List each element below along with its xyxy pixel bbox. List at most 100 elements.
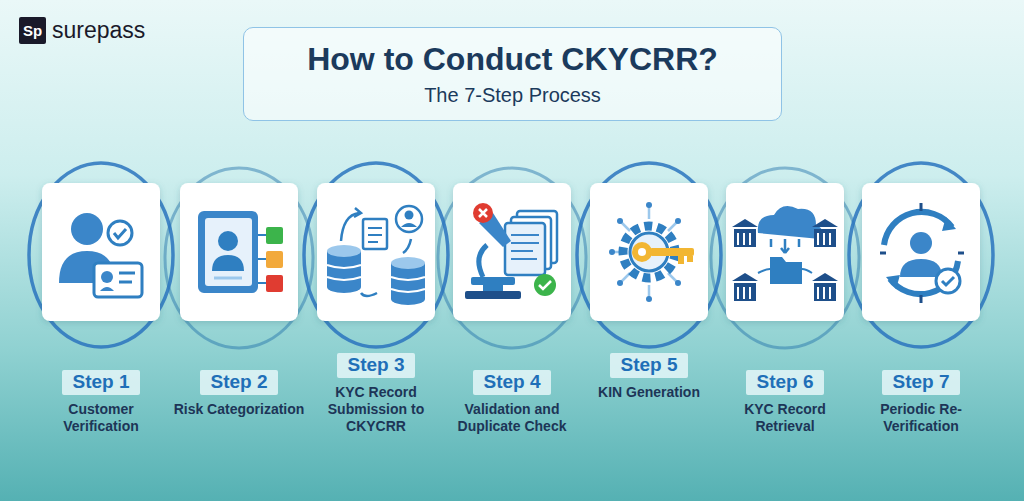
submission-icon-part: [391, 257, 425, 269]
step-node: Step 4Validation and Duplicate Check: [441, 183, 583, 435]
logo-wordmark: surepass: [52, 16, 145, 44]
cloud-retrieval-icon-part-part: [732, 219, 758, 227]
step-number: Step 6: [746, 370, 823, 395]
validation-icon: [465, 203, 557, 299]
step-description: Periodic Re-Verification: [850, 401, 992, 435]
step-cards-part: [862, 183, 980, 321]
validation-icon-part: [534, 274, 556, 296]
step-number-row: Step 3: [305, 353, 447, 378]
step-description: KYC Record Retrieval: [714, 401, 856, 435]
validation-icon-part: [539, 281, 551, 289]
step-node: Step 5 KIN Generation: [578, 183, 720, 401]
verification-icon-part: [119, 272, 135, 275]
cloud-retrieval-icon-part-part: [732, 273, 758, 281]
cycle-icon-part: [886, 275, 900, 289]
cloud-retrieval-icon-part: [758, 206, 822, 239]
step-cards-part: [180, 183, 298, 321]
cloud-retrieval-icon: [732, 206, 838, 301]
verification-icon-part: [114, 229, 126, 238]
risk-icon: [198, 211, 283, 293]
verification-icon-part: [100, 287, 114, 291]
key-gear-icon-part: [646, 202, 652, 208]
step-number: Step 3: [337, 353, 414, 378]
cycle-icon-part: [942, 277, 954, 285]
verification-icon-part: [71, 213, 103, 245]
step-number: Step 1: [62, 370, 139, 395]
risk-icon-part: [214, 277, 242, 280]
cycle-icon-part: [900, 259, 942, 277]
loop-ellipses-part: [29, 163, 173, 347]
submission-icon-part: [327, 265, 425, 292]
submission-icon-part-part: [391, 293, 425, 305]
key-gear-icon: [609, 202, 694, 302]
risk-icon-part: [205, 218, 252, 286]
verification-icon-part: [108, 221, 132, 245]
step-number-row: Step 1: [30, 370, 172, 395]
loop-ellipses-part: [849, 163, 993, 347]
step-node: Step 1 Customer Verification: [30, 183, 172, 435]
step-node: Step 2Risk Categorization: [168, 183, 310, 418]
step-number-row: Step 7: [850, 370, 992, 395]
validation-icon-part: [483, 285, 503, 291]
key-gear-icon-part: [650, 248, 694, 256]
cycle-icon-part: [942, 217, 956, 231]
cloud-retrieval-icon-part-part: [812, 273, 838, 281]
step-description: Validation and Duplicate Check: [441, 401, 583, 435]
cloud-retrieval-icon-part: [771, 239, 799, 253]
title-box: How to Conduct CKYCRR? The 7-Step Process: [243, 27, 782, 121]
loop-ellipses-part: [438, 168, 586, 348]
submission-icon-part: [327, 245, 361, 257]
key-gear-icon-part: [678, 256, 684, 264]
verification-icon-part: [101, 271, 113, 283]
submission-icon-part: [405, 211, 414, 220]
cloud-retrieval-icon-part: [758, 269, 812, 273]
key-gear-icon-part: [687, 256, 693, 262]
step-cards-part: [317, 183, 435, 321]
submission-icon-part: [327, 251, 425, 305]
step-cards-part: [42, 183, 160, 321]
risk-icon-part: [218, 231, 238, 251]
step-cards-part: [453, 183, 571, 321]
risk-icon-part: [266, 251, 283, 268]
title-text: How to Conduct CKYCRR?: [258, 40, 767, 78]
step-cards-part: [726, 183, 844, 321]
cloud-retrieval-icon-part: [732, 219, 838, 301]
risk-icon-part: [266, 275, 283, 292]
loop-ellipses-part: [304, 163, 448, 347]
validation-icon-part: [465, 291, 521, 299]
submission-icon-part: [341, 213, 359, 241]
key-gear-icon-part: [632, 242, 652, 262]
step-description: Customer Verification: [30, 401, 172, 435]
step-cards: [42, 183, 980, 321]
submission-icon-part: [368, 228, 382, 242]
step-number: Step 7: [882, 370, 959, 395]
validation-icon-part: [473, 203, 493, 223]
validation-icon-part: [511, 235, 539, 259]
verification-icon: [59, 213, 142, 297]
validation-icon-part: [505, 223, 545, 275]
loop-ellipses-part: [165, 168, 313, 348]
cycle-icon: [880, 203, 964, 303]
subtitle-text: The 7-Step Process: [258, 82, 767, 108]
key-gear-icon-part: [617, 218, 623, 224]
key-gear-icon-part: [646, 296, 652, 302]
step-number: Step 5: [610, 353, 687, 378]
risk-icon-part: [212, 255, 244, 271]
key-gear-icon-part: [617, 280, 623, 286]
step-node: Step 6 KYC Record Retrieval: [714, 183, 856, 435]
key-gear-icon-part: [675, 280, 681, 286]
loop-ellipses: [29, 163, 993, 348]
step-description: KIN Generation: [578, 384, 720, 401]
key-gear-icon-part: [638, 248, 646, 256]
step-number-row: Step 5: [578, 353, 720, 378]
risk-icon-part: [266, 227, 283, 244]
key-gear-icon-part: [609, 249, 615, 255]
loop-ellipses-part: [577, 163, 721, 347]
risk-icon-part: [198, 211, 258, 293]
step-description: KYC Record Submission to CKYCRR: [305, 384, 447, 435]
logo-mark: Sp: [19, 17, 46, 44]
submission-icon: [327, 206, 425, 305]
submission-icon-part: [354, 208, 361, 217]
step-number-row: Step 6: [714, 370, 856, 395]
